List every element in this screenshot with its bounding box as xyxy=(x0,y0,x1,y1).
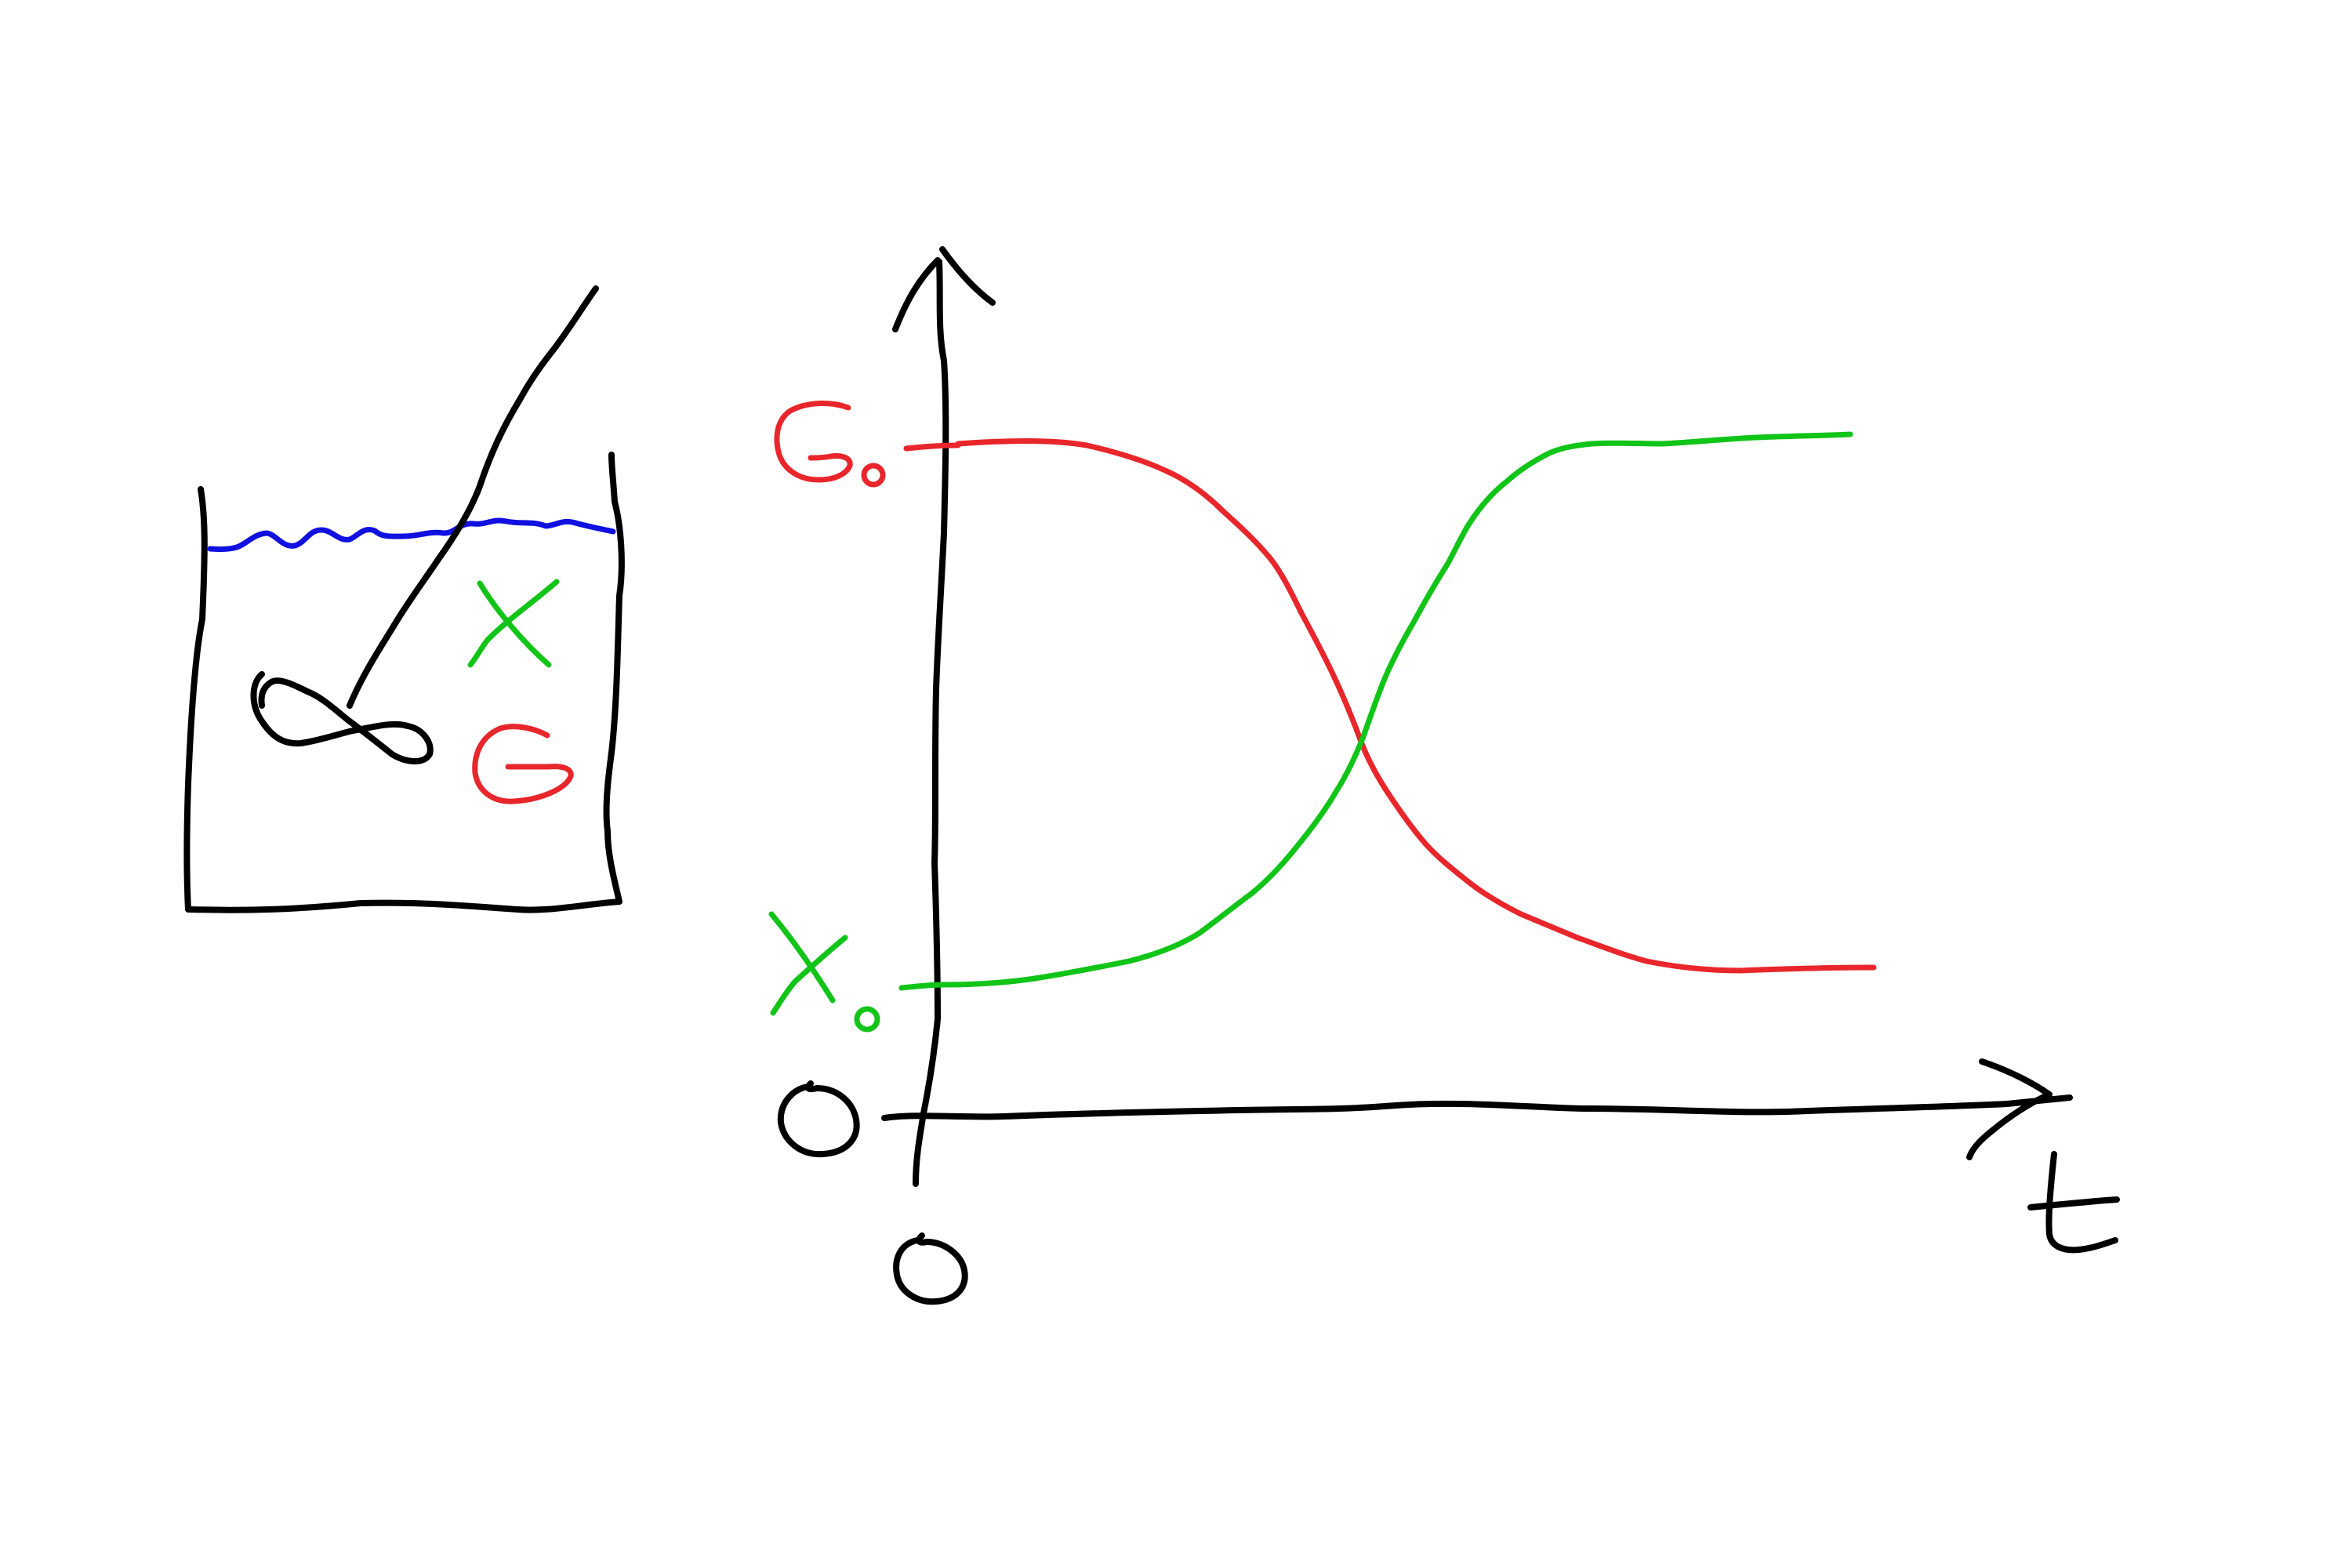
x-origin-text: 0 xyxy=(0,0,1,1)
stirrer-shaft xyxy=(347,285,599,709)
biomass-symbol-text: X xyxy=(0,0,1,1)
liquid-surface xyxy=(207,517,616,553)
reactor-substrate-label: G xyxy=(0,0,574,804)
g0-subscript-glyph xyxy=(861,463,886,488)
reactor-biomass-label: X xyxy=(0,0,560,668)
x0-subscript-text: o xyxy=(0,0,1,1)
g0-label-text: G xyxy=(0,0,1,1)
reactor-vessel xyxy=(183,452,625,913)
y-origin-label: 0 xyxy=(0,0,860,1158)
substrate-g-glyph xyxy=(472,724,574,804)
y-origin-glyph xyxy=(777,1080,860,1158)
substrate-symbol-text: G xyxy=(0,0,1,1)
x-axis-label: t xyxy=(0,0,2120,1254)
x-axis-arrowhead xyxy=(1966,1058,2053,1160)
x0-tick xyxy=(898,982,947,991)
g0-glyph xyxy=(774,400,853,483)
g0-label: G o xyxy=(0,0,886,488)
x-axis xyxy=(881,1094,2073,1121)
y-axis-arrowhead xyxy=(892,246,996,332)
biomass-x-glyph xyxy=(467,579,560,668)
plot-axes xyxy=(881,246,2073,1187)
g0-tick xyxy=(903,442,961,452)
vessel-wall xyxy=(183,452,625,913)
impeller-icon xyxy=(250,671,434,764)
glucose-curve xyxy=(955,438,1877,974)
x0-label: X o xyxy=(0,0,880,1033)
y-axis xyxy=(913,259,949,1187)
biomass-curve xyxy=(941,431,1853,988)
x-origin-glyph xyxy=(893,1232,968,1305)
y-origin-text: 0 xyxy=(0,0,1,1)
t-label-text: t xyxy=(0,0,1,1)
g0-subscript-text: o xyxy=(0,0,1,1)
x-origin-label: 0 xyxy=(0,0,968,1305)
x0-label-text: X xyxy=(0,0,1,1)
x0-subscript-glyph xyxy=(854,1006,880,1033)
t-glyph xyxy=(2027,1151,2120,1254)
x0-glyph xyxy=(768,911,848,1016)
